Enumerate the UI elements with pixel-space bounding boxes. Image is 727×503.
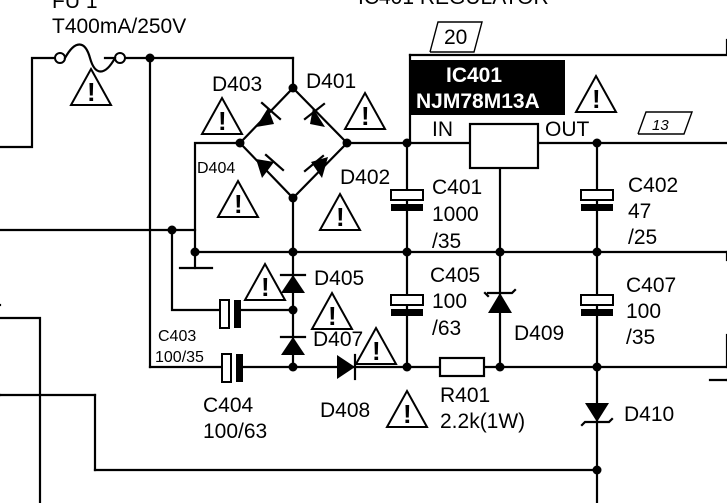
c401-value: 1000 — [432, 203, 479, 226]
cap-c407-symbol — [580, 294, 614, 316]
svg-text:!: ! — [336, 202, 345, 232]
c402-value: 47 — [628, 200, 651, 223]
svg-text:!: ! — [218, 106, 227, 136]
ic-box-number: 20 — [444, 26, 467, 49]
diode-d409-symbol — [483, 288, 517, 313]
diode-d403-symbol — [256, 101, 282, 127]
warning-icon: ! — [355, 327, 397, 366]
svg-text:!: ! — [87, 77, 96, 107]
c405-ref: C405 — [430, 264, 480, 287]
diode-d407-symbol — [279, 335, 307, 355]
c401-ref: C401 — [432, 176, 482, 199]
c405-value: 100 — [432, 290, 467, 313]
output-tag: 13 — [637, 111, 693, 135]
cap-c403-symbol — [219, 299, 241, 329]
c404-ref: C404 — [203, 394, 254, 417]
svg-text:!: ! — [261, 272, 270, 302]
diode-d408-symbol — [337, 353, 357, 381]
cap-c404-symbol — [221, 353, 243, 383]
ic401-pin-in: IN — [432, 118, 453, 141]
diode-d405-symbol — [279, 273, 307, 293]
warning-icon: ! — [70, 68, 112, 107]
d407-label: D407 — [313, 328, 363, 351]
ic401-pin-out: OUT — [545, 118, 590, 141]
warning-icon: ! — [217, 180, 259, 219]
warning-icon: ! — [386, 390, 428, 429]
c402-voltage: /25 — [628, 226, 657, 249]
c403-ref: C403 — [158, 328, 196, 345]
cap-c402-symbol — [580, 189, 614, 211]
wires — [0, 38, 727, 503]
d409-label: D409 — [514, 322, 564, 345]
r401-value: 2.2k(1W) — [440, 410, 525, 433]
diode-d410-symbol — [580, 403, 614, 427]
fuse-ref: FU 1 — [52, 0, 98, 13]
junction-dots — [145, 53, 602, 475]
warning-icon: ! — [319, 193, 361, 232]
ic401-ref: IC401 — [446, 64, 502, 87]
c403-rating: 100/35 — [155, 349, 204, 366]
c404-rating: 100/63 — [203, 420, 267, 443]
diode-d404-symbol — [256, 153, 285, 178]
cap-c401-symbol — [390, 189, 424, 211]
c402-ref: C402 — [628, 174, 678, 197]
component-labels: D403 D401 D404 D402 C401 1000 /35 C402 4… — [155, 70, 678, 443]
resistor-r401-symbol — [438, 356, 486, 378]
fuse-rating: T400mA/250V — [52, 15, 186, 38]
svg-text:!: ! — [592, 84, 601, 114]
d404-label: D404 — [197, 160, 235, 177]
c407-value: 100 — [626, 300, 661, 323]
ic-box-tag: 20 — [429, 21, 483, 53]
warning-icon: ! — [344, 92, 386, 131]
warning-icon: ! — [244, 263, 286, 302]
ic401-part: NJM78M13A — [416, 90, 540, 113]
c407-voltage: /35 — [626, 326, 655, 349]
fuse-fu1 — [54, 43, 126, 73]
r401-ref: R401 — [440, 384, 490, 407]
ic401: IC401 NJM78M13A IN OUT — [410, 60, 590, 170]
svg-text:!: ! — [328, 301, 337, 331]
output-tag-number: 13 — [652, 117, 669, 134]
warning-icon: ! — [575, 75, 617, 114]
d408-label: D408 — [320, 399, 370, 422]
d410-label: D410 — [624, 403, 674, 426]
d403-label: D403 — [212, 73, 262, 96]
svg-text:!: ! — [403, 399, 412, 429]
d402-label: D402 — [340, 166, 390, 189]
svg-text:!: ! — [372, 336, 381, 366]
c407-ref: C407 — [626, 274, 676, 297]
warning-icon: ! — [311, 292, 353, 331]
d405-label: D405 — [314, 267, 364, 290]
diode-d402-symbol — [303, 154, 328, 178]
svg-text:!: ! — [361, 101, 370, 131]
cap-c405-symbol — [390, 294, 424, 316]
diode-d401-symbol — [303, 102, 326, 127]
d401-label: D401 — [306, 70, 356, 93]
header-title: IC401 REGULATOR — [358, 0, 549, 9]
c405-voltage: /63 — [432, 317, 461, 340]
c401-voltage: /35 — [432, 230, 461, 253]
svg-text:!: ! — [234, 189, 243, 219]
warning-icon: ! — [201, 97, 243, 136]
